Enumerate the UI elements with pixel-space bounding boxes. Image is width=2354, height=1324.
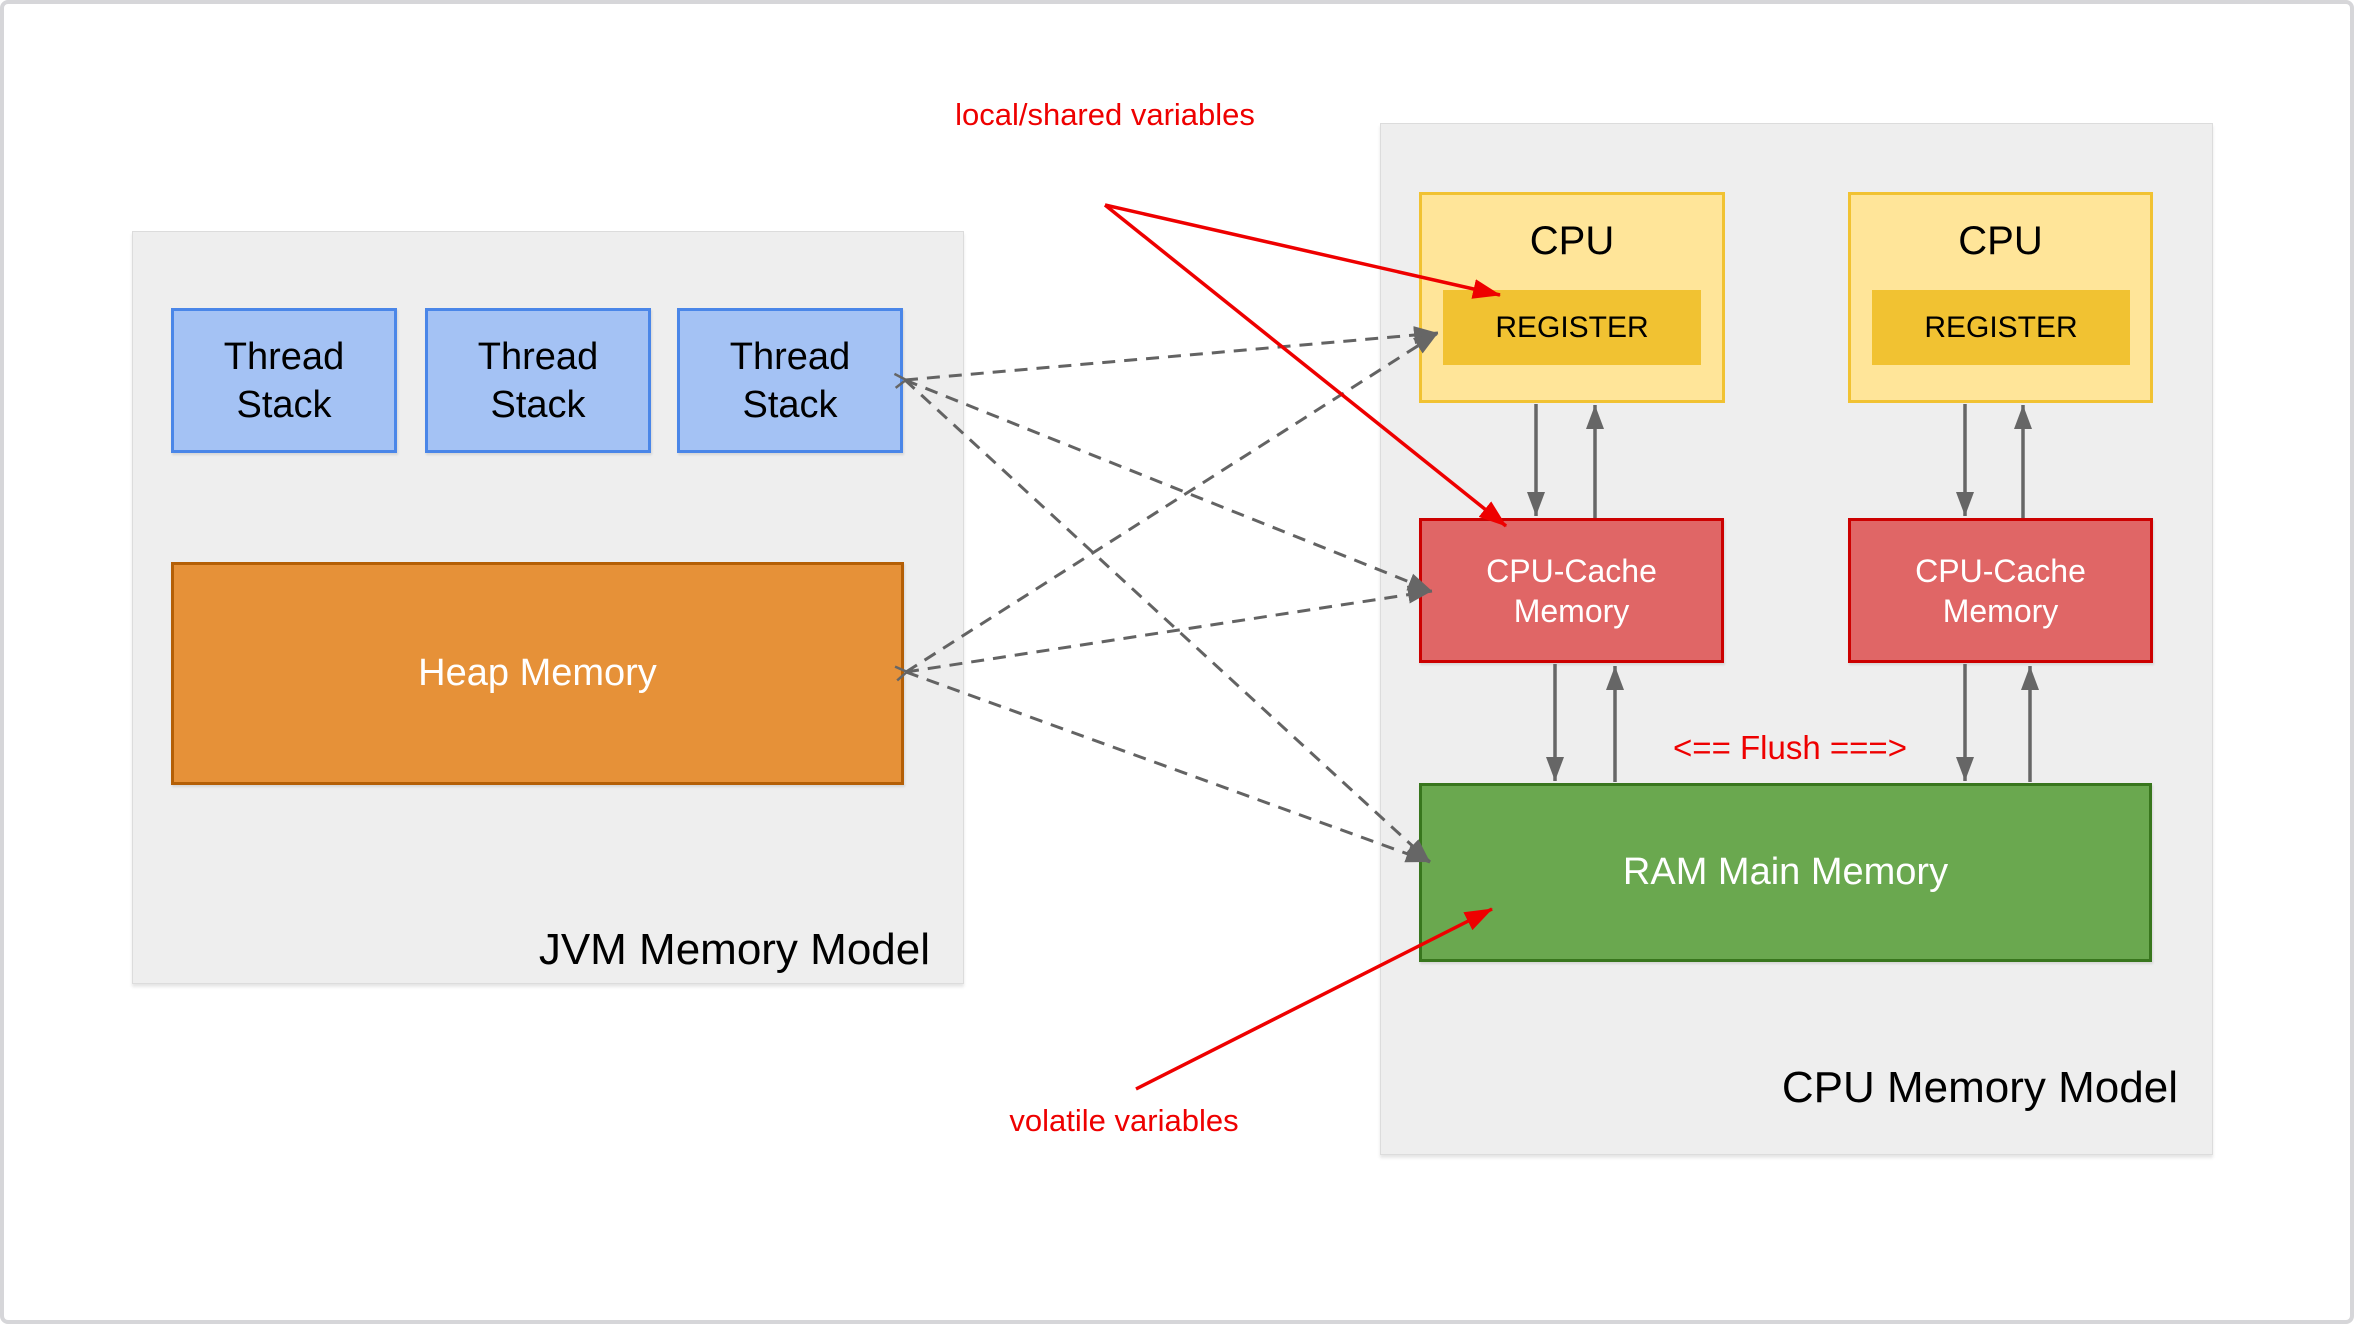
cpu-box: CPU REGISTER [1848, 192, 2153, 403]
thread-stack-label: Thread Stack [477, 335, 599, 426]
cpu-box: CPU REGISTER [1419, 192, 1725, 403]
heap-memory-label: Heap Memory [418, 652, 657, 694]
cpu-label: CPU [1529, 219, 1615, 263]
cpu-cache-label: CPU-Cache Memory [1486, 552, 1657, 629]
thread-stack-box: Thread Stack [171, 308, 397, 453]
jvm-panel-title: JVM Memory Model [538, 925, 930, 974]
register-box: REGISTER [1443, 290, 1701, 365]
register-label: REGISTER [1924, 310, 2078, 344]
cpu-cache-box: CPU-Cache Memory [1848, 518, 2153, 663]
thread-stack-label: Thread Stack [223, 335, 345, 426]
cpu-label: CPU [1958, 219, 2043, 263]
register-box: REGISTER [1872, 290, 2130, 365]
register-label: REGISTER [1495, 310, 1649, 344]
flush-label: <== Flush ===> [1673, 729, 1907, 766]
local-shared-variables-label: local/shared variables [955, 97, 1255, 132]
volatile-variables-label: volatile variables [1009, 1103, 1239, 1138]
ram-main-memory-label: RAM Main Memory [1622, 851, 1949, 893]
cpu-cache-label: CPU-Cache Memory [1915, 552, 2086, 629]
thread-stack-box: Thread Stack [425, 308, 651, 453]
thread-stack-label: Thread Stack [729, 335, 851, 426]
heap-memory-box: Heap Memory [171, 562, 904, 785]
cpu-cache-box: CPU-Cache Memory [1419, 518, 1724, 663]
cpu-panel-title: CPU Memory Model [1781, 1063, 2178, 1112]
ram-main-memory-box: RAM Main Memory [1419, 783, 2152, 962]
thread-stack-box: Thread Stack [677, 308, 903, 453]
